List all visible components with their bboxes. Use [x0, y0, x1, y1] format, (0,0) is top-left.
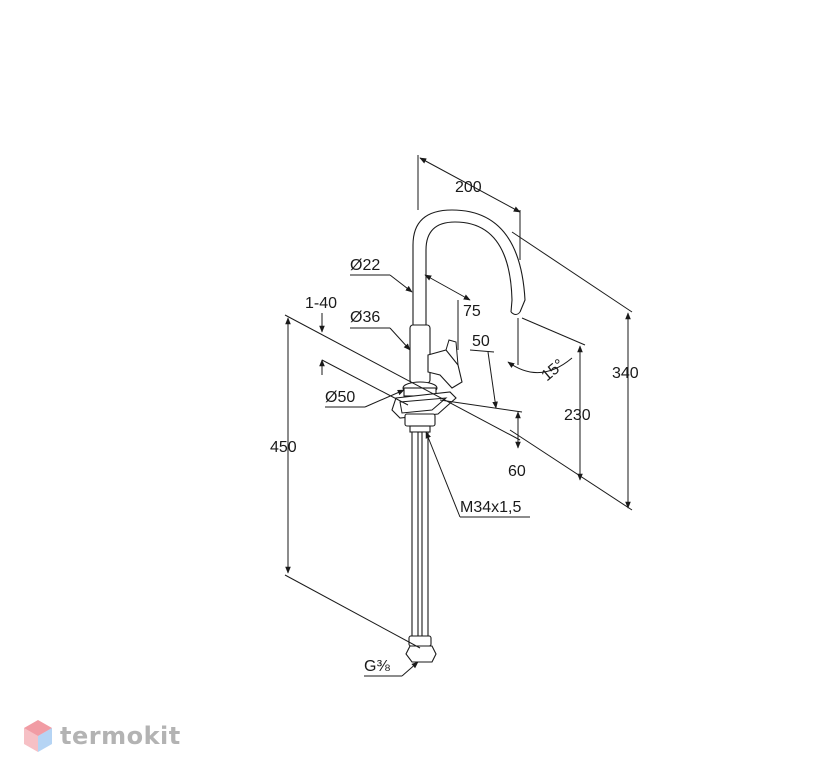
label-angle: 15° — [538, 356, 567, 385]
dimension-200: 200 — [417, 155, 521, 260]
dimension-60: 60 — [439, 399, 526, 480]
label-connection: G⅜ — [364, 658, 390, 675]
dimension-thread: M34x1,5 — [425, 431, 530, 518]
label-60: 60 — [508, 463, 526, 480]
label-thread: M34x1,5 — [460, 499, 521, 516]
label-75: 75 — [463, 303, 481, 320]
label-340: 340 — [612, 365, 639, 382]
watermark-brand: termokit — [60, 722, 181, 750]
label-450: 450 — [270, 439, 297, 456]
label-thickness: 1-40 — [305, 295, 337, 312]
label-50: 50 — [472, 333, 490, 350]
label-d50: Ø50 — [325, 389, 355, 406]
label-d36: Ø36 — [350, 309, 380, 326]
dimension-angle: 15° — [507, 318, 573, 385]
dimension-thickness: 1-40 — [284, 295, 521, 441]
label-200: 200 — [455, 179, 482, 196]
label-230: 230 — [564, 407, 591, 424]
dimension-d36: Ø36 — [350, 309, 411, 351]
label-d22: Ø22 — [350, 257, 380, 274]
termokit-logo-icon — [24, 720, 52, 752]
dimension-450: 450 — [270, 317, 421, 649]
dimension-50: 50 — [469, 333, 498, 409]
faucet-body — [391, 209, 526, 663]
dimension-d50: Ø50 — [325, 389, 405, 408]
dimension-340: 340 — [509, 231, 639, 511]
dimension-d22: Ø22 — [350, 257, 413, 293]
dimension-75: 75 — [424, 274, 481, 350]
dimension-230: 230 — [521, 317, 591, 481]
dimension-connection: G⅜ — [364, 658, 419, 677]
